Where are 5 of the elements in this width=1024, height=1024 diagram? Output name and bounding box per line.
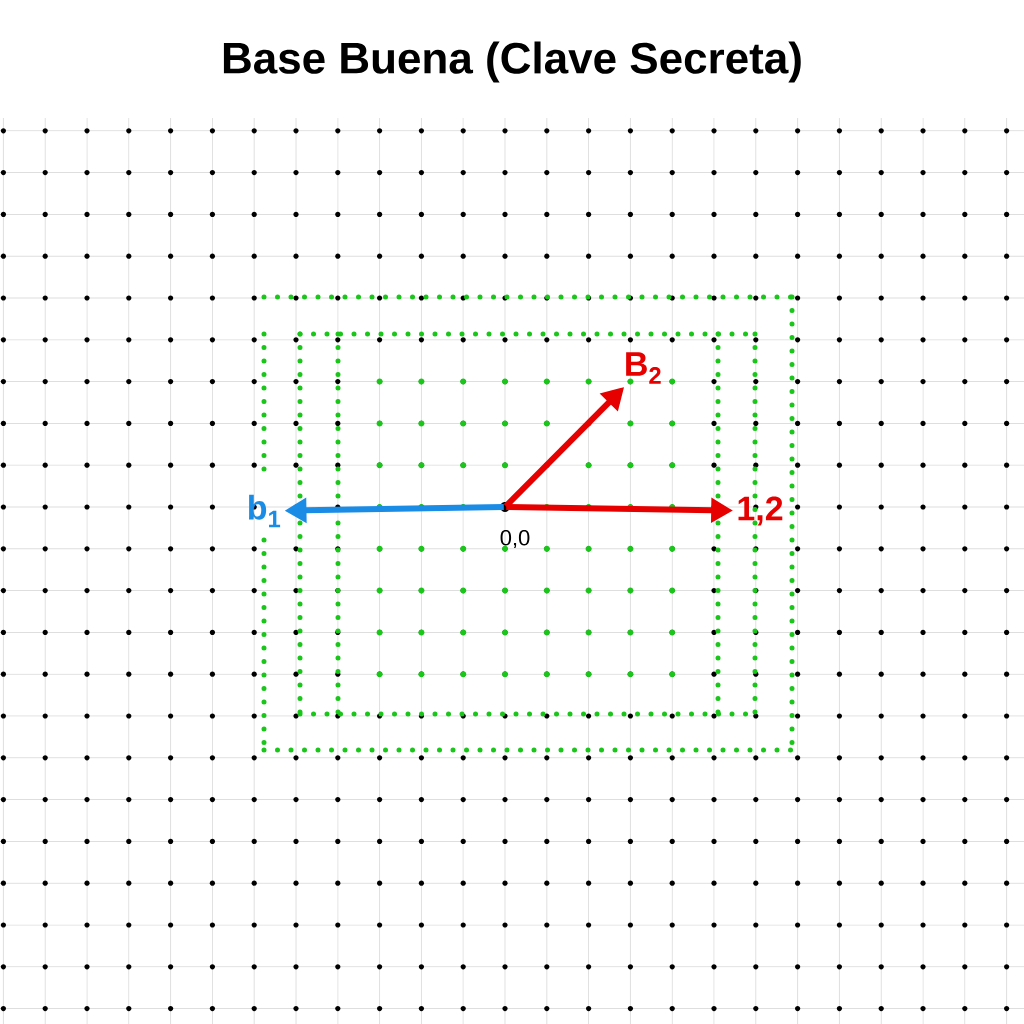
vector-label: 1,2 — [738, 496, 783, 526]
title: Base Buena (Clave Secreta) — [223, 41, 801, 83]
vector-label: b$_{1}$ — [249, 494, 281, 528]
vector-label: B$_{2}$ — [626, 352, 661, 384]
point-label: 0,0 — [500, 529, 530, 549]
